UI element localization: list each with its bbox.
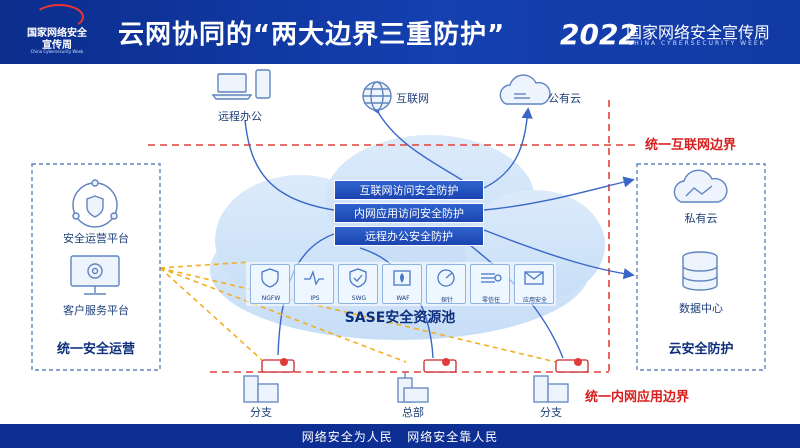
page-title: 云网协同的“两大边界三重防护” (118, 20, 506, 50)
pulse-icon (304, 269, 324, 286)
header-bar (0, 0, 800, 64)
customer-service-icon (70, 255, 120, 295)
intranet-boundary-label: 统一内网应用边界 (585, 390, 690, 405)
data-center-icon (682, 251, 718, 291)
envelope-icon (524, 271, 544, 285)
branch-right-building-icon (533, 375, 569, 403)
event-year: 2022 (560, 18, 638, 51)
branch-left-label: 分支 (250, 406, 272, 419)
footer-slogan: 网络安全为人民 网络安全靠人民 (301, 430, 499, 444)
logo-line1: 国家网络安全 (27, 28, 87, 39)
data-center-label: 数据中心 (679, 302, 723, 315)
zero-trust-icon (481, 273, 502, 283)
branch-right-label: 分支 (540, 406, 562, 419)
private-cloud-icon (673, 169, 728, 203)
module-app-security: 应用安全 (514, 264, 554, 304)
probe-icon (437, 269, 455, 287)
shield-check-icon (349, 268, 367, 288)
public-cloud-label: 公有云 (548, 92, 581, 105)
branch-left-building-icon (243, 375, 279, 403)
internet-globe-icon (362, 81, 392, 111)
service-remote-office: 远程办公安全防护 (334, 226, 484, 246)
service-internet-access: 互联网访问安全防护 (334, 180, 484, 200)
sase-pool-title: SASE安全资源池 (344, 310, 456, 326)
remote-office-label: 远程办公 (218, 110, 262, 123)
logo-line2: 宣传周 (42, 40, 72, 51)
module-probe: 探针 (426, 264, 466, 304)
event-subtitle: CHINA CYBERSECURITY WEEK (628, 40, 766, 47)
customer-service-label: 客户服务平台 (63, 304, 129, 317)
module-ips: IPS (294, 264, 334, 304)
event-name: 国家网络安全宣传周 (626, 23, 771, 42)
internet-boundary-label: 统一互联网边界 (645, 138, 737, 153)
security-ops-icon (72, 179, 118, 228)
branch-left-router-icon (261, 358, 295, 373)
cloud-security-title: 云安全防护 (668, 342, 734, 357)
module-swg: SWG (338, 264, 378, 304)
module-waf: WAF (382, 264, 422, 304)
service-intranet-access: 内网应用访问安全防护 (334, 203, 484, 223)
logo-ring-icon (34, 4, 84, 30)
ops-lines (159, 261, 557, 363)
shield-icon (261, 268, 279, 288)
hq-building-icon (397, 372, 429, 403)
firewall-icon (393, 270, 411, 286)
public-cloud-icon (499, 74, 551, 105)
branch-right-router-icon (555, 358, 589, 373)
remote-office-icon (211, 69, 271, 100)
hq-router-icon (423, 358, 457, 373)
security-ops-label: 安全运营平台 (63, 232, 129, 245)
unified-ops-title: 统一安全运营 (56, 342, 135, 357)
hq-label: 总部 (402, 406, 424, 419)
private-cloud-label: 私有云 (684, 212, 718, 225)
logo-subtitle: China Cybersecurity Week (30, 49, 84, 54)
footer-bar (0, 424, 800, 448)
module-ngfw: NGFW (250, 264, 290, 304)
internet-label: 互联网 (396, 92, 429, 105)
module-zero-trust: 零信任 (470, 264, 510, 304)
